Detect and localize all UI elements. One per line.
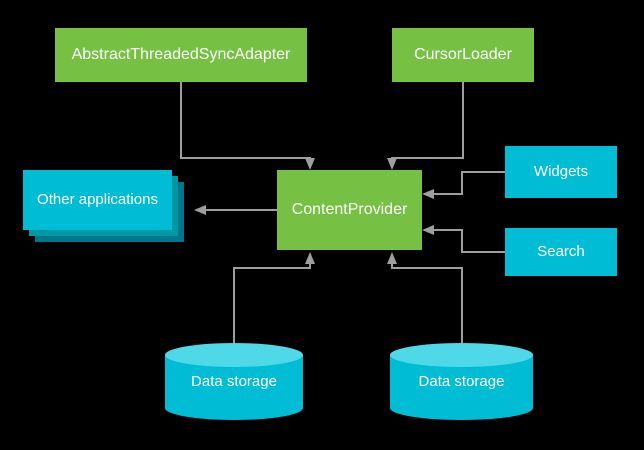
edge-search-to-contentprovider	[422, 225, 505, 253]
edge-contentprovider-to-otherapplications	[194, 205, 277, 215]
node-widgets[interactable]: Widgets	[505, 146, 617, 198]
node-data-storage-left[interactable]: Data storage	[165, 343, 303, 420]
cylinder-top-ellipse	[165, 343, 303, 367]
node-label-other-applications: Other applications	[37, 191, 158, 209]
node-data-storage-right[interactable]: Data storage	[390, 343, 533, 420]
node-search[interactable]: Search	[505, 228, 617, 276]
cylinder-bottom-ellipse	[165, 396, 303, 420]
cylinder-bottom-ellipse	[390, 396, 533, 420]
node-abstract-threaded-sync-adapter[interactable]: AbstractThreadedSyncAdapter	[55, 28, 307, 82]
edge-widgets-to-contentprovider	[422, 171, 505, 199]
node-cursor-loader[interactable]: CursorLoader	[392, 28, 534, 82]
node-other-applications[interactable]: Other applications	[23, 170, 172, 230]
cylinder-top-ellipse	[390, 343, 533, 367]
edge-syncadapter-to-contentprovider	[180, 82, 315, 170]
node-label-sync-adapter: AbstractThreadedSyncAdapter	[71, 45, 291, 63]
edge-cursorloader-to-contentprovider	[387, 82, 464, 170]
node-label-cursor-loader: CursorLoader	[414, 45, 512, 63]
node-label-data-storage-left: Data storage	[191, 373, 277, 390]
node-label-widgets: Widgets	[533, 163, 589, 181]
node-label-data-storage-right: Data storage	[418, 373, 505, 390]
node-label-content-provider: ContentProvider	[291, 200, 408, 218]
node-content-provider[interactable]: ContentProvider	[277, 170, 422, 250]
edge-datastorage-left-to-contentprovider	[233, 252, 315, 343]
edge-datastorage-right-to-contentprovider	[387, 252, 463, 343]
node-label-search: Search	[537, 243, 585, 261]
